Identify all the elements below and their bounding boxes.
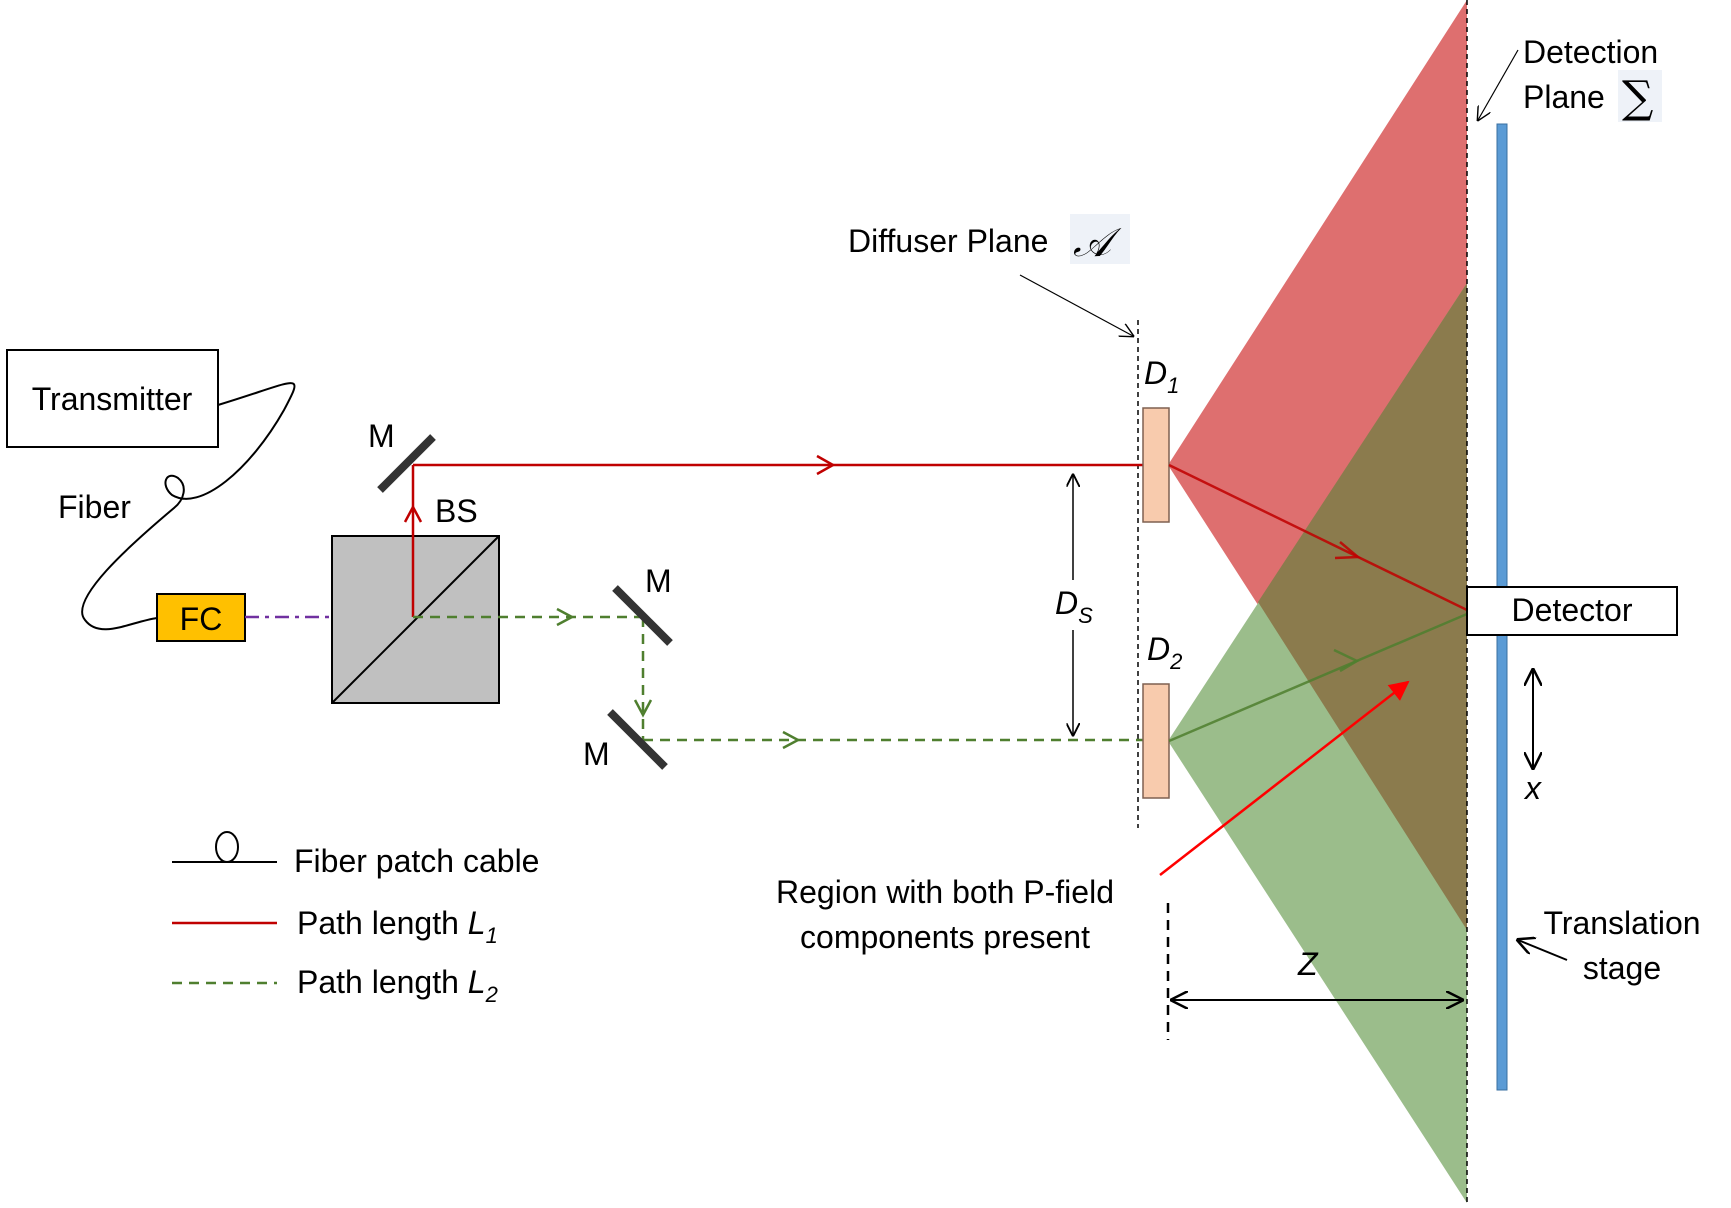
- fiber-label: Fiber: [58, 489, 131, 525]
- fc-box: [156, 593, 246, 642]
- legend-fiber-loop: [215, 831, 239, 863]
- detector-label: Detector: [1512, 592, 1633, 628]
- transmitter-label: Transmitter: [32, 381, 193, 417]
- diffuser-pointer: [1019, 274, 1133, 336]
- mirror-top: [377, 434, 436, 493]
- mirror-bottom: [607, 709, 668, 770]
- x-label: x: [1523, 770, 1542, 806]
- bs-label: BS: [435, 493, 478, 529]
- fiber-cable: [81, 382, 296, 631]
- region-label-1: Region with both P-field: [776, 874, 1114, 910]
- detection-symbol-bg: [1618, 70, 1662, 122]
- diffuser-plane-label: Diffuser Plane: [848, 223, 1048, 259]
- region-pointer: [1159, 680, 1410, 876]
- red-beam-arrow: [816, 454, 836, 476]
- green-beam-arrow-2: [633, 699, 653, 718]
- green-ray-to-detector: [1168, 612, 1468, 743]
- red-ray-to-detector: [1168, 463, 1468, 612]
- z-label: Z: [1297, 946, 1319, 982]
- diffuser-symbol-bg: [1070, 214, 1130, 264]
- legend-path2-label: Path length L2: [297, 964, 498, 1007]
- green-beam-arrow-3: [782, 730, 801, 750]
- red-beam-up-arrow: [403, 504, 423, 523]
- detection-plane-label-1: Detection: [1523, 34, 1658, 70]
- green-ray-arrow: [1333, 648, 1360, 673]
- translation-label-1: Translation: [1543, 905, 1700, 941]
- mirror-bottom-label: M: [583, 736, 610, 772]
- diffuser-d1: [1142, 407, 1170, 523]
- d1-label: D1: [1144, 355, 1179, 398]
- translation-pointer: [1518, 940, 1568, 961]
- fc-label: FC: [180, 601, 223, 637]
- detector-box: [1466, 586, 1678, 636]
- mirror-middle: [612, 585, 673, 646]
- red-ray-arrow: [1334, 541, 1362, 560]
- diffuser-d2: [1142, 683, 1170, 799]
- green-beam-arrow-1: [556, 607, 575, 627]
- translation-label-2: stage: [1583, 950, 1661, 986]
- beam-splitter-diagonal: [331, 535, 500, 704]
- legend-path1-label: Path length L1: [297, 905, 498, 948]
- transmitter-box: [6, 349, 219, 448]
- detection-plane-label-2: Plane: [1523, 79, 1605, 115]
- overlap-region: [1258, 283, 1467, 930]
- ds-label: DS: [1055, 585, 1093, 628]
- d2-label: D2: [1147, 631, 1182, 674]
- detection-symbol: ∑: [1622, 72, 1653, 123]
- region-label-2: components present: [800, 919, 1090, 955]
- mirror-middle-label: M: [645, 563, 672, 599]
- legend-fiber-label: Fiber patch cable: [294, 843, 539, 879]
- ds-label-bg: [1052, 580, 1102, 630]
- detection-pointer: [1478, 49, 1519, 120]
- mirror-top-label: M: [368, 418, 395, 454]
